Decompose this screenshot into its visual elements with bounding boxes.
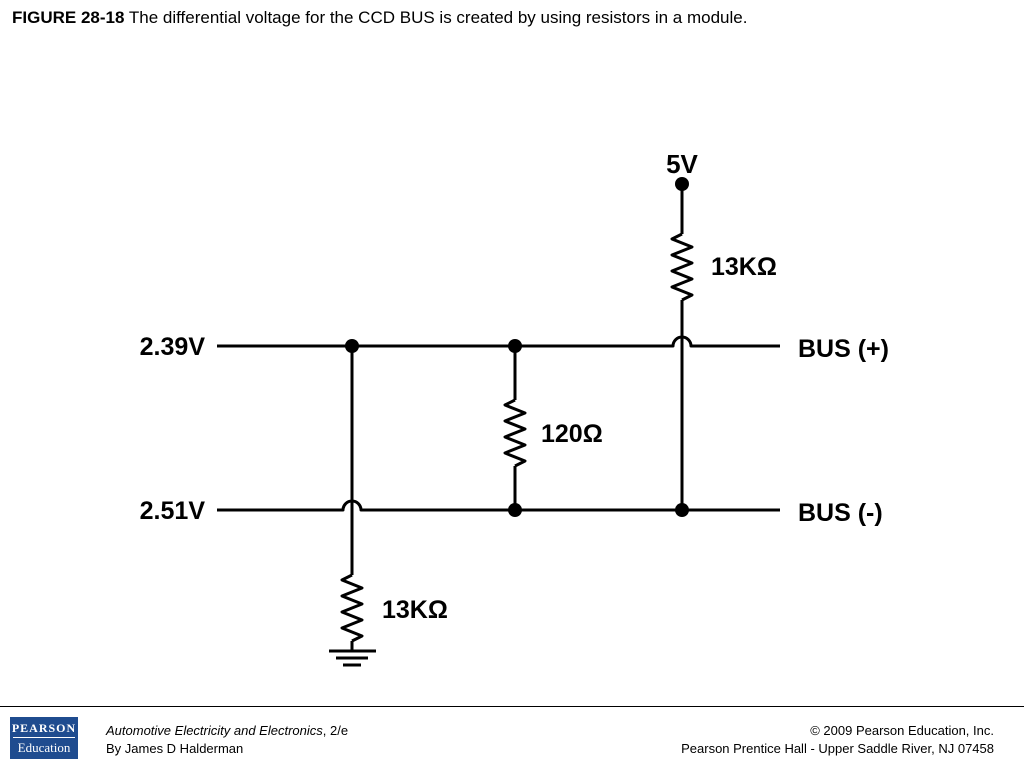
caption-text: The differential voltage for the CCD BUS… <box>128 8 748 27</box>
figure-caption: FIGURE 28-18 The differential voltage fo… <box>12 8 1012 28</box>
bus-minus-label: BUS (-) <box>798 499 883 527</box>
publisher-credit: © 2009 Pearson Education, Inc. Pearson P… <box>681 722 994 758</box>
top-resistor-label: 13KΩ <box>711 253 777 281</box>
book-credit: Automotive Electricity and Electronics, … <box>106 722 348 758</box>
bottom-resistor-label: 13KΩ <box>382 596 448 624</box>
bus-minus-wire <box>217 499 780 512</box>
middle-resistor-label: 120Ω <box>541 420 603 448</box>
publisher-line: Pearson Prentice Hall - Upper Saddle Riv… <box>681 741 994 756</box>
junction-dot-right-bus-minus <box>675 503 689 517</box>
bus-minus-voltage-label: 2.51V <box>140 497 206 525</box>
logo-separator <box>13 736 75 738</box>
book-edition: , 2/e <box>322 723 349 738</box>
book-title: Automotive Electricity and Electronics <box>106 723 323 738</box>
bus-plus-wire <box>217 335 780 348</box>
author-line: By James D Halderman <box>106 741 244 756</box>
figure-number: FIGURE 28-18 <box>12 8 125 27</box>
bus-plus-voltage-label: 2.39V <box>140 333 206 361</box>
bus-plus-label: BUS (+) <box>798 335 889 363</box>
junction-dot-left-bus-plus <box>345 339 359 353</box>
junction-dot-middle-bus-plus <box>508 339 522 353</box>
logo-line-1: PEARSON <box>11 720 77 735</box>
top-resistor-13k <box>670 232 694 302</box>
middle-resistor-120 <box>503 398 527 468</box>
supply-node-dot <box>675 177 689 191</box>
bottom-resistor-13k <box>340 573 364 643</box>
copyright-line: © 2009 Pearson Education, Inc. <box>810 723 994 738</box>
pearson-education-logo: PEARSON Education <box>10 717 78 759</box>
footer-divider <box>0 706 1024 707</box>
ccd-bus-circuit-diagram: 5V 13KΩ 120Ω 13KΩ 2.39V 2.51V BUS (+) BU… <box>140 149 889 667</box>
ground-symbol <box>329 649 376 667</box>
supply-voltage-label: 5V <box>666 149 698 179</box>
logo-line-2: Education <box>17 739 71 755</box>
junction-dot-middle-bus-minus <box>508 503 522 517</box>
